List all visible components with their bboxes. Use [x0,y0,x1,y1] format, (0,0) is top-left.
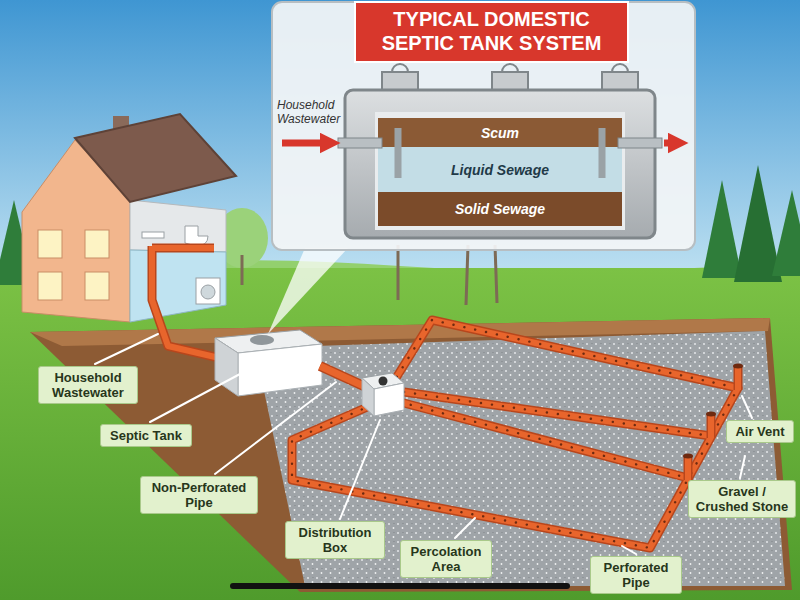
non-perforated-pipe [320,366,368,388]
window [38,230,62,258]
washer-door [201,285,215,299]
diagram-title: TYPICAL DOMESTIC SEPTIC TANK SYSTEM [358,5,625,57]
tank-side [215,338,238,396]
node-text: Septic Tank [107,428,185,443]
callout-box: Gravel / Crushed Stone [688,480,796,518]
non-perforated-pipe-outline [320,366,368,388]
solid-layer-fill [378,192,622,226]
vent-cap [683,454,693,459]
vent-cap [706,412,716,417]
leader-line [742,396,752,418]
pine-tree [702,180,742,278]
node-text: Solid Sewage [455,201,545,217]
part-label: Household Wastewater [277,98,343,126]
callout-box: Non-Perforated Pipe [140,476,258,514]
roof [75,114,236,202]
riser-handle [392,64,628,72]
solid-layer: Solid Sewage [405,192,595,226]
callout-box: Distribution Box [285,521,385,559]
node-text: Perforated Pipe [597,560,675,590]
dbox-front [374,383,404,416]
liquid-layer-fill [378,147,622,192]
inset-frame [272,2,695,250]
callout-box: Air Vent [726,420,794,443]
node-text: Distribution Box [292,525,378,555]
window [85,230,109,258]
tree-trunk [397,245,400,300]
title-banner [355,2,628,62]
leader-line [340,420,380,519]
home-indicator [230,583,570,589]
node-text: Air Vent [733,424,787,439]
liquid-layer: Liquid Sewage [405,147,595,192]
window [38,272,62,300]
leader-line [95,334,158,364]
inlet-pipe [338,138,382,148]
washing-machine [196,278,220,304]
tank-lid [250,335,274,345]
callout-box: Perforated Pipe [590,556,682,594]
callout-box: Septic Tank [100,424,192,447]
tree-trunk [495,245,497,303]
perforated-pipe-outline [292,320,738,548]
leader-line [215,382,336,474]
vent-cap [733,364,743,369]
inset-pointer [268,248,348,334]
tank-front [238,344,322,396]
outflow-arrow [664,140,678,147]
node-text: Household Wastewater [45,370,131,400]
node-text: Scum [481,125,519,141]
node-text: Percolation Area [407,544,485,574]
lower-room [130,250,226,322]
inflow-arrow [282,140,330,147]
leader-line [622,546,636,554]
toilet [185,226,208,246]
dbox-lid [379,377,388,386]
dbox-side [362,378,374,416]
node-text: Gravel / Crushed Stone [695,484,789,514]
leader-line [740,456,745,478]
window [85,272,109,300]
perforated-pipe [292,320,738,548]
excavation [30,318,792,592]
outlet-pipe [618,138,662,148]
tree-trunk [466,245,468,305]
node-text: Liquid Sewage [451,162,549,178]
tank-section [345,90,655,238]
leader-lines [95,334,752,554]
pipe-holes [292,320,738,548]
callout-box: Percolation Area [400,540,492,578]
node-text: Non-Perforated Pipe [147,480,251,510]
tree-trunk [241,255,244,285]
leader-line [455,518,475,538]
scum-layer-fill [378,118,622,147]
sink [142,232,164,238]
pine-tree [772,190,800,276]
leader-line [150,374,240,422]
tank-interior [375,112,625,230]
scum-layer: Scum [405,118,595,147]
callout-box: Household Wastewater [38,366,138,404]
gravel-bed [255,331,785,586]
